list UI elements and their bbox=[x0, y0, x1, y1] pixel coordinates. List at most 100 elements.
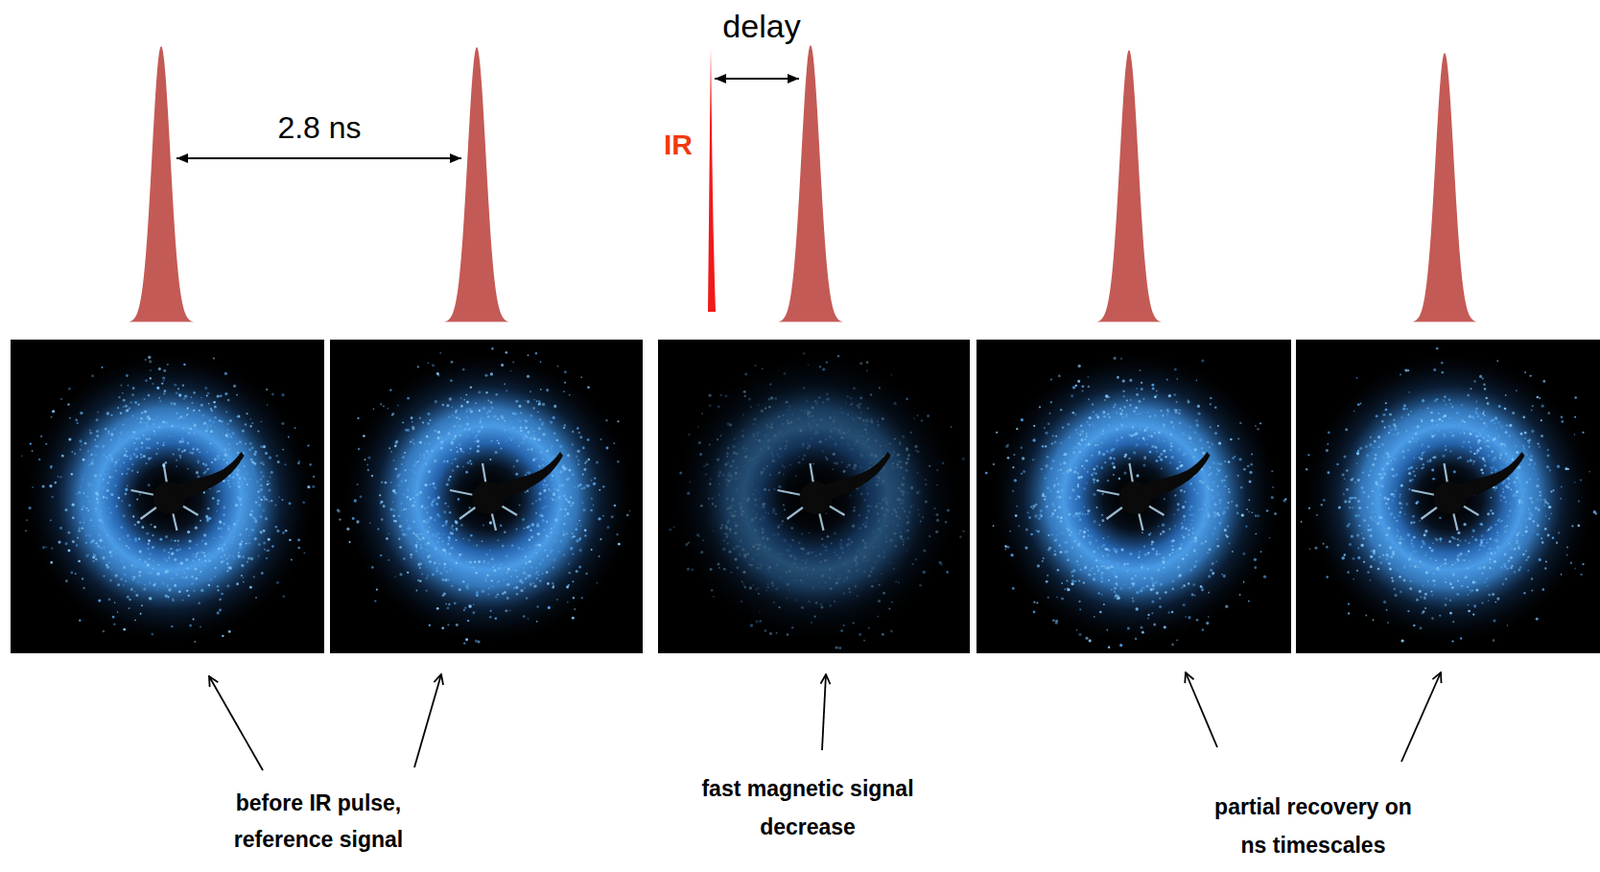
photon-dot bbox=[152, 567, 155, 570]
photon-dot bbox=[571, 532, 574, 535]
photon-dot bbox=[433, 459, 437, 463]
photon-dot bbox=[268, 482, 271, 485]
photon-dot bbox=[231, 541, 234, 544]
photon-dot bbox=[81, 478, 84, 481]
photon-dot bbox=[236, 414, 240, 418]
photon-dot bbox=[451, 524, 454, 527]
photon-dot bbox=[167, 571, 170, 574]
photon-dot bbox=[195, 552, 199, 556]
photon-dot bbox=[99, 509, 103, 513]
photon-dot bbox=[499, 524, 503, 528]
photon-dot bbox=[119, 384, 122, 387]
photon-dot bbox=[586, 484, 589, 488]
photon-dot bbox=[230, 436, 233, 439]
photon-dot bbox=[239, 503, 242, 506]
photon-dot bbox=[183, 570, 187, 574]
photon-dot bbox=[754, 553, 758, 557]
photon-dot bbox=[262, 495, 265, 498]
photon-dot bbox=[401, 421, 404, 424]
photon-dot bbox=[590, 479, 593, 482]
photon-dot bbox=[492, 565, 495, 568]
photon-dot bbox=[108, 454, 111, 457]
photon-dot bbox=[238, 547, 241, 550]
photon-dot bbox=[187, 530, 190, 534]
photon-dot bbox=[512, 465, 515, 468]
photon-dot bbox=[107, 517, 110, 519]
photon-dot bbox=[568, 394, 571, 397]
photon-dot bbox=[557, 365, 560, 368]
photon-dot bbox=[185, 558, 189, 562]
photon-dot bbox=[250, 458, 254, 462]
photon-dot bbox=[207, 507, 211, 511]
photon-dot bbox=[102, 525, 105, 528]
photon-dot bbox=[143, 410, 147, 414]
photon-dot bbox=[73, 452, 77, 456]
photon-dot bbox=[116, 446, 119, 449]
photon-dot bbox=[880, 531, 883, 534]
photon-dot bbox=[532, 434, 536, 438]
photon-dot bbox=[881, 482, 884, 485]
photon-dot bbox=[425, 548, 428, 551]
photon-dot bbox=[755, 478, 758, 481]
photon-dot bbox=[550, 478, 553, 481]
photon-dot bbox=[102, 537, 105, 540]
photon-dot bbox=[196, 447, 200, 451]
photon-dot bbox=[447, 505, 449, 508]
photon-dot bbox=[196, 459, 200, 463]
photon-dot bbox=[222, 506, 226, 510]
photon-dot bbox=[382, 504, 386, 508]
photon-dot bbox=[131, 575, 134, 578]
photon-dot bbox=[145, 570, 149, 574]
photon-dot bbox=[541, 458, 544, 461]
photon-dot bbox=[553, 469, 557, 472]
photon-dot bbox=[577, 459, 580, 462]
photon-dot bbox=[425, 435, 429, 439]
photon-dot bbox=[471, 430, 475, 434]
photon-dot bbox=[49, 561, 53, 565]
photon-dot bbox=[497, 442, 500, 445]
photon-dot bbox=[31, 449, 34, 452]
photon-dot bbox=[122, 565, 126, 569]
photon-dot bbox=[191, 555, 194, 558]
photon-dot bbox=[242, 506, 245, 509]
photon-dot bbox=[545, 570, 549, 574]
photon-dot bbox=[184, 394, 188, 398]
photon-dot bbox=[194, 526, 198, 530]
photon-dot bbox=[417, 365, 420, 368]
photon-dot bbox=[467, 461, 471, 465]
photon-dot bbox=[96, 501, 100, 505]
photon-dot bbox=[221, 563, 224, 565]
photon-dot bbox=[476, 445, 480, 448]
photon-dot bbox=[541, 558, 545, 562]
photon-dot bbox=[113, 464, 117, 468]
photon-dot bbox=[148, 581, 151, 584]
photon-dot bbox=[181, 575, 185, 579]
photon-dot bbox=[493, 423, 495, 426]
photon-dot bbox=[606, 525, 610, 529]
photon-dot bbox=[124, 404, 128, 408]
photon-dot bbox=[404, 479, 407, 482]
photon-dot bbox=[232, 482, 236, 486]
photon-dot bbox=[456, 465, 460, 469]
photon-dot bbox=[447, 542, 449, 545]
photon-dot bbox=[132, 568, 136, 572]
photon-dot bbox=[411, 477, 414, 480]
photon-dot bbox=[179, 456, 182, 459]
photon-dot bbox=[141, 525, 145, 529]
photon-dot bbox=[142, 434, 145, 437]
photon-dot bbox=[481, 589, 485, 593]
photon-dot bbox=[532, 457, 536, 461]
photon-dot bbox=[466, 415, 470, 419]
photon-dot bbox=[489, 549, 492, 552]
photon-dot bbox=[250, 509, 254, 513]
photon-dot bbox=[67, 531, 71, 535]
photon-dot bbox=[259, 488, 263, 492]
photon-dot bbox=[569, 496, 572, 499]
photon-dot bbox=[478, 421, 482, 424]
photon-dot bbox=[606, 447, 610, 450]
photon-dot bbox=[208, 517, 212, 520]
photon-dot bbox=[441, 627, 444, 630]
photon-dot bbox=[119, 433, 122, 436]
photon-dot bbox=[542, 483, 545, 486]
photon-dot bbox=[192, 589, 195, 592]
